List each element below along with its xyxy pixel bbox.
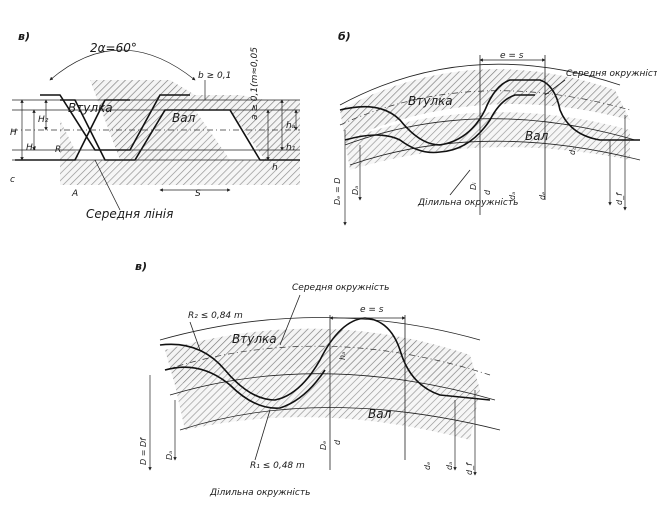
panel-b-outer-arc bbox=[339, 63, 621, 106]
panel-b-dim-Da-label: Dₐ bbox=[351, 186, 360, 195]
panel-b-letter: б) bbox=[338, 30, 351, 43]
panel-c-radius-top-leader bbox=[189, 321, 201, 351]
panel-b-pitch-leader bbox=[449, 169, 471, 196]
panel-a-radius-label: R bbox=[55, 145, 61, 155]
panel-a-angle-label: 2α=60° bbox=[90, 41, 137, 55]
panel-b-dim-d-label: d bbox=[483, 189, 492, 195]
panel-c-hub-label: Втулка bbox=[232, 332, 277, 346]
panel-c-hub-profile bbox=[164, 366, 326, 409]
panel-a-pitch-label: S bbox=[195, 189, 201, 199]
panel-c-dim-D-label: D = Df bbox=[139, 437, 148, 465]
panel-c-width-label: e = s bbox=[360, 305, 384, 315]
panel-b-width-label: e = s bbox=[500, 51, 524, 61]
panel-a-angle-arc bbox=[49, 49, 196, 81]
panel-b-dim-da-label: dₐ bbox=[508, 192, 517, 200]
panel-c-radius-bottom-leader bbox=[254, 409, 271, 461]
panel-b-inner-arc bbox=[349, 140, 641, 166]
panel-a-dim-h-label: h bbox=[272, 163, 278, 173]
panel-c-dim-Da-label: Dₐ bbox=[165, 451, 174, 460]
panel-c-middle-arc bbox=[164, 345, 491, 376]
panel-b-middle-leader bbox=[544, 79, 566, 96]
panel-b-dim-Di-label: Dᵢ bbox=[469, 182, 478, 190]
panel-b-shaft-label: Вал bbox=[525, 129, 549, 143]
panel-c-hub-hatch bbox=[165, 328, 480, 390]
panel-a-side-note: a ≥ 0,1(m≈0,05 bbox=[250, 47, 260, 120]
panel-a-middle-line-label: Середня лінія bbox=[86, 207, 173, 221]
panel-c-radius-bottom-label: R₁ ≤ 0,48 m bbox=[250, 461, 305, 471]
panel-c-dim-de-label: dₑ bbox=[423, 462, 432, 470]
panel-c-tooth-profile bbox=[159, 317, 491, 401]
panel-b-tooth-profile bbox=[339, 79, 640, 146]
panel-b-involute-spline: б) e = s Dₑ = D Dₐ Dᵢ d dₐ d꜀ dₑ d_f Вту… bbox=[333, 30, 657, 226]
panel-c-dim-d-label: d bbox=[333, 439, 342, 445]
panel-b-hub-profile bbox=[344, 94, 535, 154]
panel-b-dim-df-label: d_f bbox=[615, 192, 624, 205]
panel-a-dim-c-label: c bbox=[10, 175, 15, 185]
panel-b-middle-circle-label: Середня окружність bbox=[566, 69, 657, 79]
panel-c-shaft-label: Вал bbox=[368, 407, 392, 421]
panel-c-pitch-circle-label: Ділильна окружність bbox=[209, 488, 310, 498]
panel-c-outer-arc bbox=[159, 317, 481, 341]
panel-a-shaft-hatch bbox=[60, 110, 300, 185]
panel-a-shaft-label: Вал bbox=[172, 111, 196, 125]
panel-b-hub-hatch bbox=[340, 69, 630, 140]
panel-c-dim-df-label: d_f bbox=[465, 462, 474, 475]
panel-a-dim-h1-label: h₁ bbox=[286, 143, 296, 153]
panel-b-pitch-circle-label: Ділильна окружність bbox=[417, 198, 518, 208]
panel-a-middle-leader bbox=[94, 159, 121, 211]
panel-b-dim-de-label: dₑ bbox=[538, 192, 547, 200]
panel-c-radius-top-label: R₂ ≤ 0,84 m bbox=[188, 311, 243, 321]
panel-c-dim-De-label: Dₑ bbox=[319, 441, 328, 451]
panel-c-dim-da-label: dₐ bbox=[445, 462, 454, 470]
panel-a-clearance-label: b ≥ 0,1 bbox=[198, 71, 231, 81]
panel-c-middle-leader bbox=[279, 294, 301, 346]
panel-b-dim-De-label: Dₑ = D bbox=[333, 178, 342, 205]
panel-a-dim-ha-label: hₐ bbox=[286, 121, 296, 131]
panel-b-dim-dc-label: d꜀ bbox=[568, 147, 577, 155]
panel-c-dim-ha-label: hₐ bbox=[338, 352, 347, 360]
panel-b-hub-label: Втулка bbox=[408, 94, 453, 108]
panel-c-rounded-spline: в) e = s D = Df Dₐ Dₑ d dₑ dₐ d_f hₐ Сер… bbox=[135, 260, 501, 498]
panel-c-letter: в) bbox=[135, 260, 147, 273]
panel-a-dim-H-label: H bbox=[10, 128, 17, 138]
panel-a-hub-label: Втулка bbox=[68, 101, 113, 115]
panel-a-dim-H2-label: H₂ bbox=[38, 115, 49, 125]
panel-a-trapezoidal-spline: в) 2α=60° H H₁ H₂ c h hₐ h₁ b ≥ 0,1 bbox=[10, 30, 300, 221]
panel-c-pitch-arc bbox=[169, 373, 496, 401]
panel-a-tooth-label: A bbox=[71, 189, 78, 199]
panel-a-dim-H1-label: H₁ bbox=[26, 143, 37, 153]
panel-c-middle-circle-label: Середня окружність bbox=[292, 283, 389, 293]
panel-c-shaft-hatch bbox=[175, 368, 480, 440]
panel-a-letter: в) bbox=[18, 30, 30, 43]
panel-b-pitch-arc bbox=[344, 118, 636, 146]
